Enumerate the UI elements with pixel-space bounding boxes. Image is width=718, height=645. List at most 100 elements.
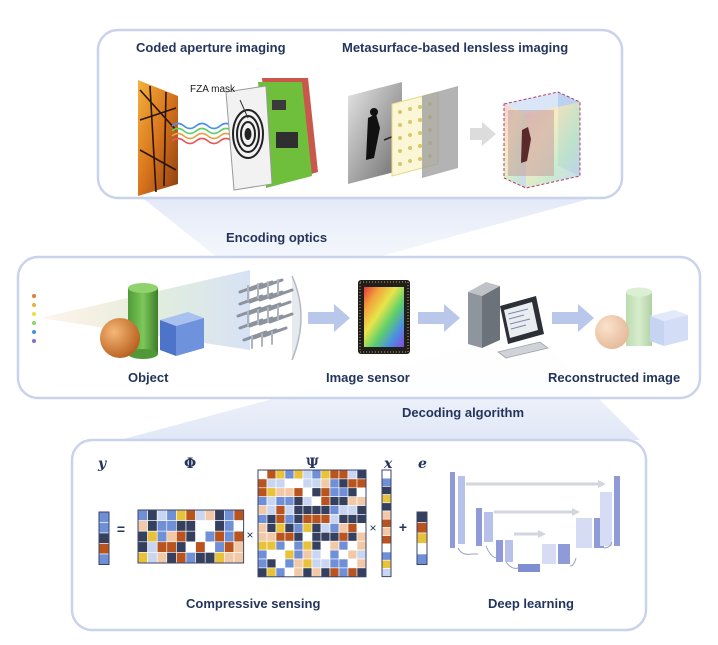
psi-matrix-cell	[257, 514, 268, 524]
e-vector-cell	[416, 522, 428, 534]
phi-matrix-cell	[195, 552, 206, 564]
psi-matrix-cell	[338, 540, 349, 551]
psi-matrix-cell	[320, 505, 331, 515]
psi-matrix-cell	[275, 567, 286, 578]
psi-matrix-cell	[275, 514, 286, 524]
e-vector-cell	[416, 511, 428, 523]
psi-matrix-cell	[293, 531, 304, 542]
symbol-x: x	[384, 456, 393, 472]
phi-matrix-cell	[214, 552, 225, 564]
phi-matrix-cell	[176, 530, 187, 543]
coded-aperture-title: Coded aperture imaging	[136, 40, 286, 55]
psi-matrix-cell	[329, 567, 340, 578]
phi-matrix-cell	[195, 530, 206, 543]
phi-matrix-cell	[185, 541, 196, 553]
psi-matrix-cell	[320, 531, 331, 542]
phi-matrix-cell	[147, 530, 158, 543]
symbol-phi: Φ	[184, 456, 197, 472]
phi-matrix-cell	[147, 541, 158, 553]
psi-matrix-cell	[338, 567, 349, 578]
phi-matrix-cell	[233, 541, 244, 553]
phi-matrix-cell	[176, 520, 187, 532]
psi-matrix-cell	[284, 505, 295, 515]
psi-matrix-cell	[293, 496, 304, 506]
phi-matrix-border	[137, 509, 245, 564]
psi-matrix-cell	[320, 567, 331, 578]
psi-matrix-cell	[266, 496, 277, 506]
y-vector	[98, 511, 110, 565]
phi-matrix	[137, 509, 245, 564]
psi-matrix-cell	[275, 540, 286, 551]
psi-matrix-cell	[356, 558, 367, 569]
phi-matrix-cell	[137, 541, 148, 553]
psi-matrix-cell	[311, 558, 322, 569]
psi-matrix-cell	[302, 496, 313, 506]
psi-matrix-cell	[329, 469, 340, 480]
phi-matrix-cell	[233, 520, 244, 532]
psi-matrix-cell	[257, 567, 268, 578]
psi-matrix-cell	[302, 558, 313, 569]
hyperspectral-cube	[503, 91, 581, 189]
metasurface-arrow	[470, 122, 496, 146]
psi-matrix-cell	[338, 505, 349, 515]
psi-matrix-cell	[266, 478, 277, 489]
psi-matrix-cell	[320, 514, 331, 524]
phi-matrix-cell	[156, 541, 168, 553]
psi-matrix-cell	[329, 531, 340, 542]
psi-matrix-cell	[302, 478, 313, 489]
psi-matrix-cell	[275, 487, 286, 497]
psi-matrix-cell	[356, 487, 367, 497]
psi-matrix-cell	[275, 523, 286, 533]
psi-matrix-cell	[275, 558, 286, 569]
encoding-optics-label: Encoding optics	[226, 230, 328, 245]
psi-matrix-cell	[347, 514, 358, 524]
deep-learning-label: Deep learning	[488, 596, 574, 611]
times-sign-1: ×	[246, 528, 253, 542]
decoding-algorithm-label: Decoding algorithm	[402, 405, 525, 420]
psi-matrix-cell	[302, 487, 313, 497]
phi-matrix-cell	[233, 552, 244, 564]
psi-matrix-cell	[311, 540, 322, 551]
x-vector-cell	[381, 477, 392, 487]
psi-matrix-cell	[266, 558, 277, 569]
psi-matrix-cell	[284, 514, 295, 524]
psi-matrix-cell	[320, 558, 331, 569]
psi-matrix-cell	[284, 567, 295, 578]
psi-matrix-cell	[284, 540, 295, 551]
psi-matrix-cell	[311, 549, 322, 560]
psi-matrix-cell	[338, 523, 349, 533]
psi-matrix-cell	[347, 496, 358, 506]
psi-matrix-cell	[320, 496, 331, 506]
psi-matrix-cell	[311, 514, 322, 524]
psi-matrix-cell	[329, 514, 340, 524]
gray-plate	[422, 86, 458, 178]
psi-matrix-cell	[311, 478, 322, 489]
phi-matrix-cell	[147, 509, 158, 521]
y-vector-border	[98, 511, 110, 565]
phi-matrix-cell	[185, 530, 196, 543]
x-vector-cell	[381, 551, 392, 561]
phi-matrix-cell	[147, 520, 158, 532]
phi-matrix-cell	[156, 530, 168, 543]
plus-sign: +	[399, 519, 407, 535]
phi-matrix-cell	[147, 552, 158, 564]
psi-matrix-cell	[320, 540, 331, 551]
e-vector-cell	[416, 543, 428, 555]
psi-matrix-cell	[329, 478, 340, 489]
phi-matrix-cell	[137, 509, 148, 521]
phi-matrix-cell	[176, 509, 187, 521]
psi-matrix-cell	[302, 567, 313, 578]
psi-matrix-cell	[257, 487, 268, 497]
phi-matrix-cell	[195, 509, 206, 521]
phi-matrix-cell	[204, 509, 216, 521]
phi-matrix-cell	[185, 552, 196, 564]
e-vector-border	[416, 511, 428, 565]
psi-matrix-cell	[257, 496, 268, 506]
psi-matrix-cell	[293, 478, 304, 489]
computer-icon	[468, 282, 549, 359]
psi-matrix-cell	[293, 567, 304, 578]
psi-matrix-cell	[356, 514, 367, 524]
times-sign-2: ×	[369, 521, 376, 535]
phi-matrix-cell	[204, 520, 216, 532]
phi-matrix-cell	[137, 520, 148, 532]
